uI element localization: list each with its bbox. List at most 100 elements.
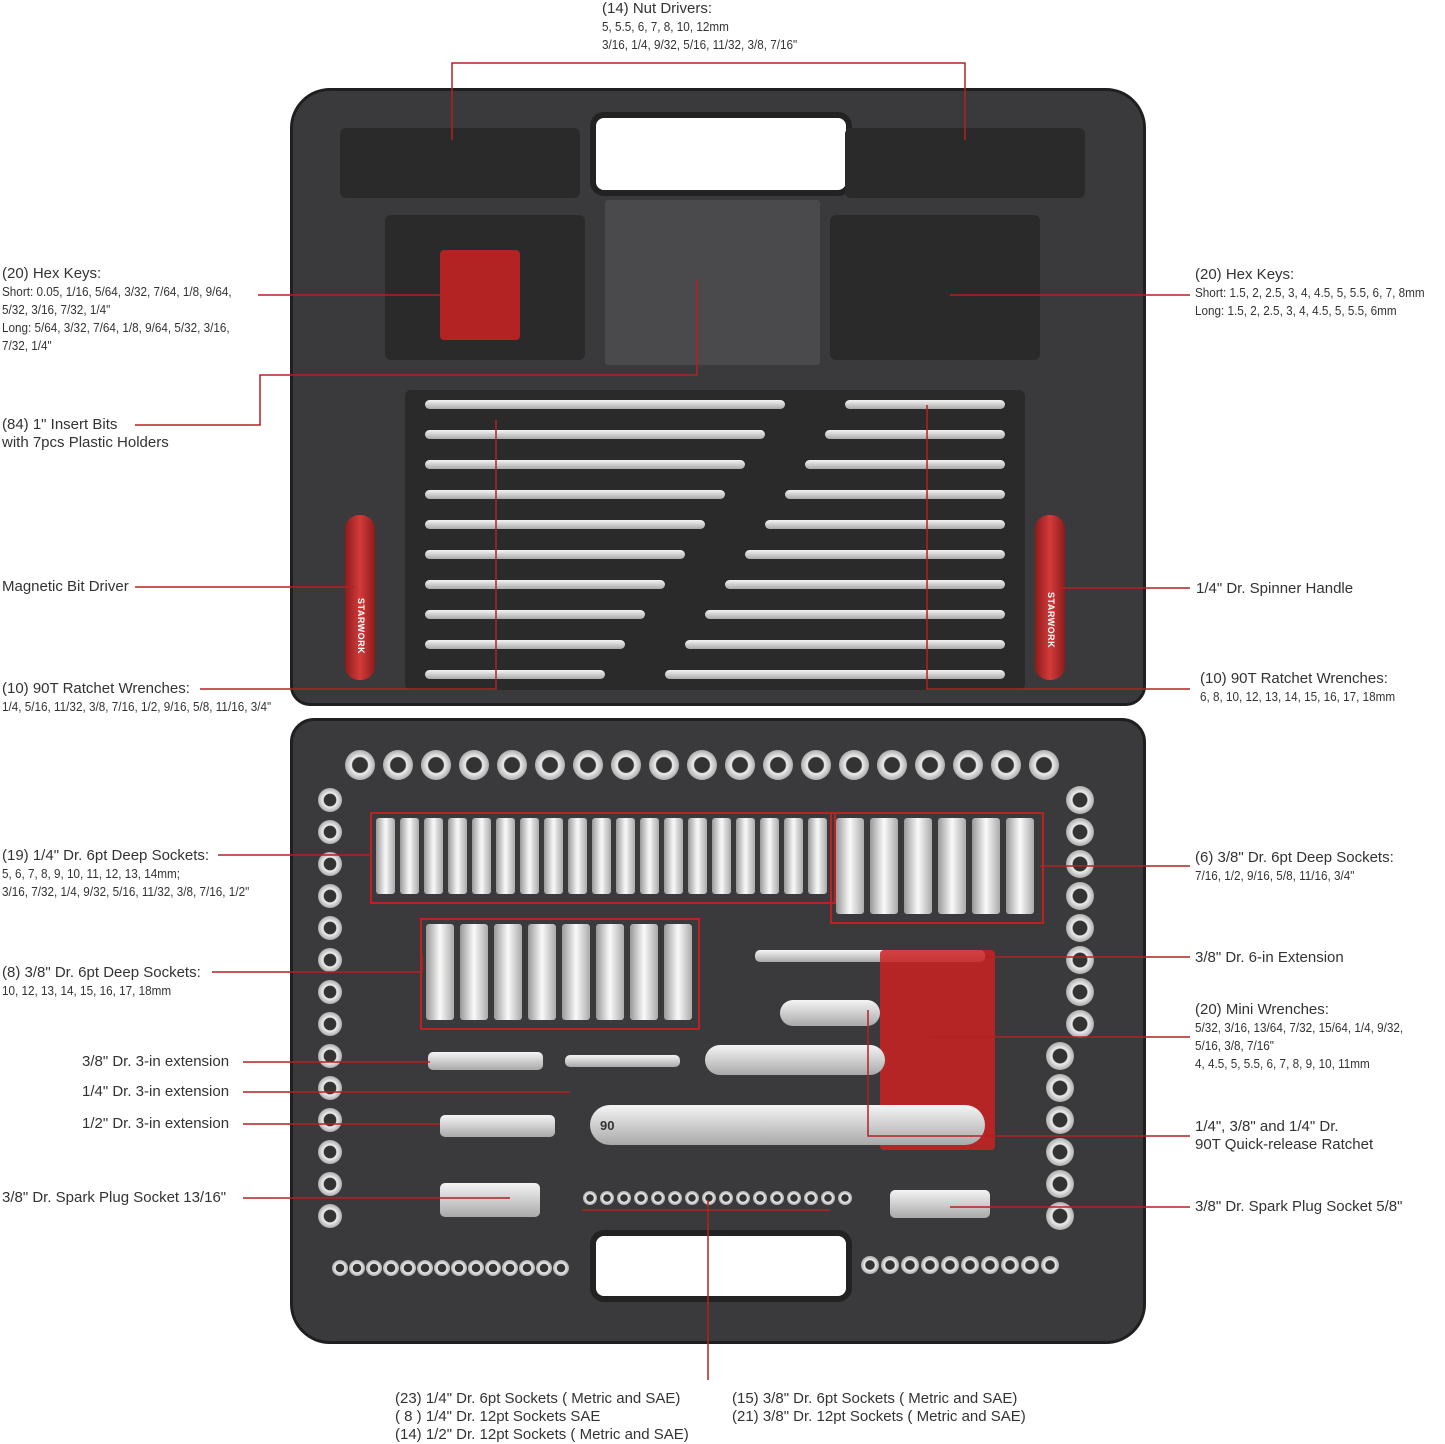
ratchet-wrench-sae xyxy=(425,520,705,529)
socket xyxy=(1046,1042,1074,1070)
label-title: 3/8" Dr. Spark Plug Socket 13/16" xyxy=(2,1189,227,1206)
label-line: 3/16, 7/32, 1/4, 9/32, 5/16, 11/32, 3/8,… xyxy=(2,884,250,899)
spark-plug-socket-1316 xyxy=(440,1183,540,1217)
label-title: Magnetic Bit Driver xyxy=(2,578,129,595)
socket xyxy=(1041,1256,1059,1274)
label-title: (8) 3/8" Dr. 6pt Deep Sockets: xyxy=(2,964,201,981)
label-line: 4, 4.5, 5, 5.5, 6, 7, 8, 9, 10, 11mm xyxy=(1195,1056,1370,1071)
deep-socket-quarter xyxy=(736,818,755,894)
ratchet-wrench-metric xyxy=(825,430,1005,439)
socket xyxy=(318,980,342,1004)
socket xyxy=(651,1191,665,1205)
ratchet-12 xyxy=(590,1105,985,1145)
label-title: 3/8" Dr. 6-in Extension xyxy=(1195,949,1344,966)
socket xyxy=(1029,750,1059,780)
base-handle xyxy=(590,1230,852,1302)
socket xyxy=(770,1191,784,1205)
socket xyxy=(318,1012,342,1036)
extension-12-3in xyxy=(440,1115,555,1137)
socket xyxy=(668,1191,682,1205)
socket xyxy=(1066,818,1094,846)
ratchet-wrench-metric xyxy=(805,460,1005,469)
spark-plug-socket-58 xyxy=(890,1190,990,1218)
socket xyxy=(451,1260,467,1276)
socket xyxy=(583,1191,597,1205)
ratchet-wrench-metric xyxy=(845,400,1005,409)
socket xyxy=(861,1256,879,1274)
label-line: 7/16, 1/2, 9/16, 5/8, 11/16, 3/4" xyxy=(1195,868,1355,883)
label-title: (6) 3/8" Dr. 6pt Deep Sockets: xyxy=(1195,849,1394,866)
deep-socket-quarter xyxy=(424,818,443,894)
deep-socket-38-sae xyxy=(1006,818,1034,914)
label-line: (14) 1/2" Dr. 12pt Sockets ( Metric and … xyxy=(395,1426,689,1443)
socket xyxy=(1046,1138,1074,1166)
deep-socket-quarter xyxy=(544,818,563,894)
deep-socket-38-metric xyxy=(426,924,454,1020)
socket xyxy=(318,1076,342,1100)
socket xyxy=(573,750,603,780)
deep-socket-quarter xyxy=(640,818,659,894)
socket xyxy=(634,1191,648,1205)
socket xyxy=(821,1191,835,1205)
label-line: 5, 5.5, 6, 7, 8, 10, 12mm xyxy=(602,19,729,34)
socket xyxy=(1066,1010,1094,1038)
label-hex-keys-sae: (20) Hex Keys: Short: 0.05, 1/16, 5/64, … xyxy=(2,265,257,355)
label-line: 5, 6, 7, 8, 9, 10, 11, 12, 13, 14mm; xyxy=(2,866,181,881)
label-ext-38-3in: 3/8" Dr. 3-in extension xyxy=(82,1053,229,1071)
ratchet-wrench-sae xyxy=(425,460,745,469)
bit-holders xyxy=(605,200,820,365)
ratchet-wrench-metric xyxy=(745,550,1005,559)
socket xyxy=(804,1191,818,1205)
deep-socket-38-metric xyxy=(596,924,624,1020)
deep-socket-quarter xyxy=(520,818,539,894)
deep-socket-38-metric xyxy=(630,924,658,1020)
socket xyxy=(1021,1256,1039,1274)
label-line: 3/16, 1/4, 9/32, 5/16, 11/32, 3/8, 7/16" xyxy=(602,37,798,52)
label-line: (21) 3/8" Dr. 12pt Sockets ( Metric and … xyxy=(732,1408,1026,1425)
label-line: Short: 1.5, 2, 2.5, 3, 4, 4.5, 5, 5.5, 6… xyxy=(1195,285,1425,300)
label-line: with 7pcs Plastic Holders xyxy=(2,434,169,451)
socket xyxy=(719,1191,733,1205)
socket xyxy=(553,1260,569,1276)
ratchet-38 xyxy=(705,1045,885,1075)
deep-socket-quarter xyxy=(376,818,395,894)
label-ratchet-wrenches-metric: (10) 90T Ratchet Wrenches: 6, 8, 10, 12,… xyxy=(1200,670,1417,706)
ratchet-wrench-metric xyxy=(685,640,1005,649)
label-deep-38-metric: (8) 3/8" Dr. 6pt Deep Sockets: 10, 12, 1… xyxy=(2,964,201,1000)
deep-socket-quarter xyxy=(400,818,419,894)
deep-socket-quarter xyxy=(808,818,827,894)
deep-socket-quarter xyxy=(688,818,707,894)
deep-socket-38-sae xyxy=(904,818,932,914)
ratchet-wrench-sae xyxy=(425,430,765,439)
extension-14-3in xyxy=(565,1055,680,1067)
label-line: 7/32, 1/4" xyxy=(2,338,52,353)
socket xyxy=(600,1191,614,1205)
label-line: (15) 3/8" Dr. 6pt Sockets ( Metric and S… xyxy=(732,1390,1018,1407)
socket xyxy=(881,1256,899,1274)
hex-key-tray-right xyxy=(830,215,1040,360)
socket xyxy=(345,750,375,780)
deep-socket-quarter xyxy=(784,818,803,894)
socket xyxy=(611,750,641,780)
deep-socket-38-metric xyxy=(494,924,522,1020)
socket xyxy=(318,820,342,844)
label-spinner: 1/4" Dr. Spinner Handle xyxy=(1196,580,1353,598)
deep-socket-38-metric xyxy=(528,924,556,1020)
label-title: (10) 90T Ratchet Wrenches: xyxy=(1200,670,1388,687)
deep-socket-38-sae xyxy=(938,818,966,914)
socket xyxy=(725,750,755,780)
label-title: (84) 1" Insert Bits xyxy=(2,416,118,433)
ratchet-wrench-sae xyxy=(425,610,645,619)
label-mini-wrenches: (20) Mini Wrenches: 5/32, 3/16, 13/64, 7… xyxy=(1195,1001,1426,1073)
label-line: 10, 12, 13, 14, 15, 16, 17, 18mm xyxy=(2,983,172,998)
label-spark-58: 3/8" Dr. Spark Plug Socket 5/8" xyxy=(1195,1198,1402,1216)
socket xyxy=(1066,946,1094,974)
socket xyxy=(685,1191,699,1205)
socket xyxy=(991,750,1021,780)
socket xyxy=(417,1260,433,1276)
socket xyxy=(366,1260,382,1276)
carry-handle xyxy=(590,112,852,196)
label-line: 90T Quick-release Ratchet xyxy=(1195,1136,1374,1153)
socket xyxy=(1046,1074,1074,1102)
